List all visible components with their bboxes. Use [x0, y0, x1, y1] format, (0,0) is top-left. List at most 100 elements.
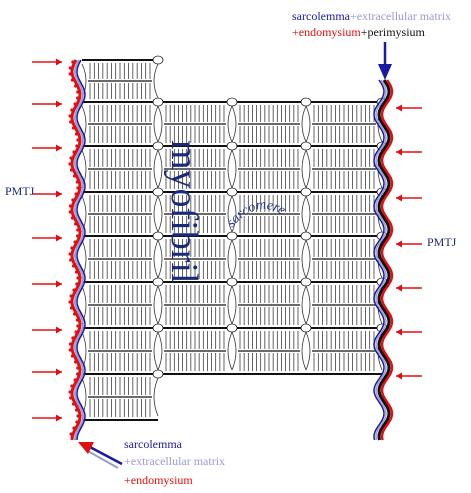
z-disc-knot [152, 369, 164, 379]
endomysium-bump [76, 90, 80, 94]
endomysium-bump [72, 288, 76, 292]
endomysium-bump [68, 300, 72, 304]
endomysium-bump [69, 156, 73, 160]
endomysium-bump [76, 228, 80, 232]
myofibril-bands [81, 55, 388, 421]
endomysium-bump [71, 198, 75, 202]
endomysium-bump [75, 318, 79, 322]
left-force-arrow [32, 58, 62, 66]
endomysium-bump [69, 396, 73, 400]
endomysium-bump [74, 192, 78, 196]
z-disc-knot [300, 141, 312, 151]
pmtj-right-label: PMTJ [427, 235, 457, 249]
z-disc-knot [152, 323, 164, 333]
left-force-arrow [32, 326, 62, 334]
arrow-head [56, 190, 62, 198]
endomysium-bump [74, 270, 79, 274]
endomysium-bump [69, 432, 73, 436]
z-disc-knot [152, 141, 164, 151]
endomysium-bump [69, 120, 73, 124]
endomysium-bump [70, 384, 74, 388]
z-disc-curve [157, 105, 233, 143]
myofibril-row [81, 277, 388, 329]
myofibril-row [81, 97, 388, 147]
endomysium-bump [72, 426, 76, 430]
endomysium-bump [68, 72, 72, 76]
right-force-arrow [396, 328, 422, 336]
right-force-arrow [396, 284, 422, 292]
z-disc-knot [152, 55, 164, 65]
arrow-head [56, 414, 62, 422]
endomysium-bump [76, 414, 80, 418]
endomysium-bump [71, 264, 76, 268]
endomysium-bump [75, 420, 79, 424]
arrow-head [56, 280, 62, 288]
z-disc-knot [152, 97, 164, 107]
endomysium-bump [69, 306, 74, 310]
endomysium-bump [72, 174, 77, 178]
arrow-head [396, 148, 402, 156]
endomysium-bump [74, 360, 78, 364]
endomysium-bump [68, 66, 72, 70]
endomysium-bump [69, 258, 73, 262]
bottom-left-label-line1: sarcolemma [124, 437, 183, 451]
endomysium-bump [68, 342, 72, 346]
endomysium-bump [76, 276, 80, 280]
endomysium-bump [71, 60, 75, 64]
pmtj-left-label: PMTJ [5, 184, 35, 198]
sarcolemma-layer-left [76, 59, 86, 441]
arrow-head [396, 328, 402, 336]
arrow-head [396, 372, 402, 380]
z-disc-knot [226, 141, 238, 151]
endomysium-bump [69, 168, 74, 172]
endomysium-layer-right [380, 79, 394, 441]
z-disc-curve [157, 239, 233, 279]
arrow-head [396, 284, 402, 292]
z-disc-knot [226, 231, 238, 241]
arrow-head [56, 234, 62, 242]
endomysium-bump [70, 216, 74, 220]
z-disc-knot [226, 323, 238, 333]
perimysium-layer-right [377, 79, 391, 441]
endomysium-bump [69, 294, 73, 298]
z-disc-curve [157, 149, 233, 189]
left-force-arrow [32, 144, 62, 152]
endomysium-bump [74, 222, 78, 226]
left-membrane [68, 59, 86, 441]
myofibril-row [81, 369, 164, 421]
z-disc-knot [152, 231, 164, 241]
endomysium-bump [76, 366, 80, 370]
endomysium-bump [68, 210, 72, 214]
bottom-left-pointer-arrow [78, 442, 123, 469]
right-force-arrow [396, 194, 422, 202]
z-disc-knot [152, 187, 164, 197]
z-disc-knot [300, 323, 312, 333]
left-force-arrow [32, 414, 62, 422]
endomysium-bump [70, 78, 74, 82]
left-force-arrow [32, 190, 62, 198]
arrow-head [396, 104, 402, 112]
endomysium-bump [71, 402, 76, 406]
endomysium-bump [74, 408, 79, 412]
z-disc-knot [300, 97, 312, 107]
bottom-left-label-line3: +endomysium [124, 473, 193, 487]
z-disc-curve [157, 195, 233, 233]
endomysium-bump [70, 246, 74, 250]
z-disc-curve [231, 149, 307, 189]
right-membrane [373, 79, 394, 441]
z-disc-knot [226, 97, 238, 107]
endomysium-bump [68, 390, 72, 394]
endomysium-bump [75, 144, 79, 148]
top-right-label-line2: +endomysium+perimysium [292, 25, 426, 39]
left-force-arrow [32, 280, 62, 288]
endomysium-bump [68, 204, 72, 208]
sarcomere-label: sarcomere [224, 198, 288, 231]
arrow-head [56, 326, 62, 334]
z-disc-curve [231, 239, 307, 279]
endomysium-bump [76, 186, 80, 190]
z-disc-curve [231, 331, 307, 371]
arrow-head [396, 240, 402, 248]
endomysium-bump [68, 114, 72, 118]
myofibril-row [81, 231, 388, 283]
